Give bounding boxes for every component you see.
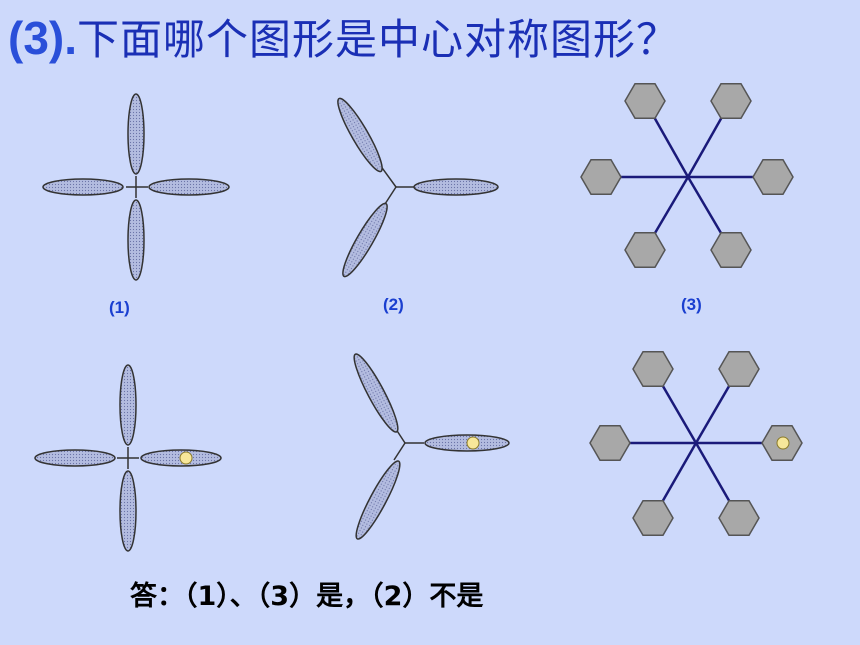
petal xyxy=(342,202,388,278)
petal xyxy=(337,97,383,173)
hexagon xyxy=(718,499,760,537)
marker-dot xyxy=(179,451,193,465)
hexagon xyxy=(589,424,631,462)
petal xyxy=(119,470,137,552)
figure-2-three-petals xyxy=(337,97,499,278)
petal xyxy=(34,449,116,467)
figure-caption-1: (1) xyxy=(109,298,130,317)
petal xyxy=(119,364,137,446)
hexagon xyxy=(624,82,666,120)
petal xyxy=(353,353,399,433)
petal xyxy=(42,178,124,196)
marker-dot xyxy=(776,436,790,450)
marker-dot xyxy=(466,436,480,450)
figure-3-six-hexagons xyxy=(580,82,794,269)
petal xyxy=(127,93,145,175)
hexagon xyxy=(710,231,752,269)
petal xyxy=(148,178,230,196)
figure-1-four-petals xyxy=(42,93,230,281)
hexagon xyxy=(752,158,794,196)
figure-2-three-petals-rotated xyxy=(353,353,510,540)
hexagon xyxy=(718,350,760,388)
hexagon xyxy=(710,82,752,120)
answer-text: 答：（1）、（3）是，（2）不是 xyxy=(130,581,484,612)
hexagon xyxy=(580,158,622,196)
petal xyxy=(355,460,401,540)
petal xyxy=(127,199,145,281)
hexagon xyxy=(632,499,674,537)
figure-caption-3: (3) xyxy=(681,295,702,314)
question-title: (3). 下面哪个图形是中心对称图形？ xyxy=(8,6,679,66)
question-text: 下面哪个图形是中心对称图形？ xyxy=(77,15,680,64)
petal xyxy=(413,178,499,196)
figure-caption-2: (2) xyxy=(383,295,404,314)
question-number: (3). xyxy=(8,12,77,64)
hexagon xyxy=(632,350,674,388)
hexagon xyxy=(624,231,666,269)
figure-3-six-hexagons-rotated xyxy=(589,350,803,537)
figure-1-four-petals-rotated xyxy=(34,364,222,552)
